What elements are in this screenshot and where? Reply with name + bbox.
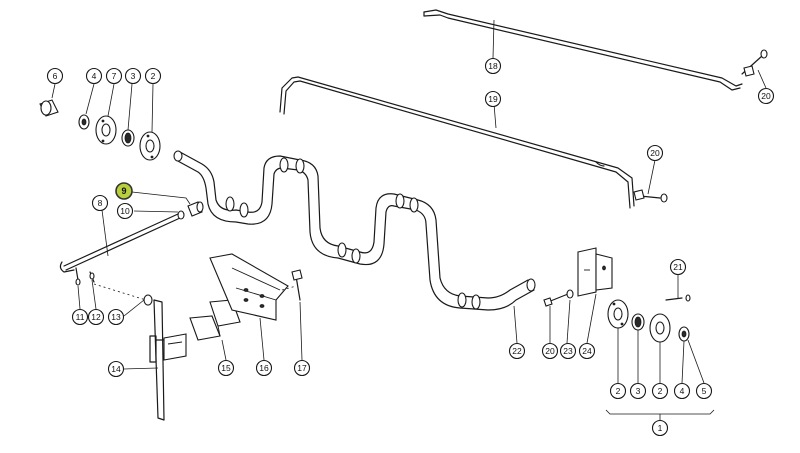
svg-text:20: 20	[761, 91, 771, 101]
callout-6[interactable]: 6	[46, 67, 64, 85]
svg-text:3: 3	[636, 386, 641, 396]
callout-22[interactable]: 22	[508, 342, 526, 360]
svg-text:19: 19	[488, 94, 498, 104]
callout-13[interactable]: 13	[107, 308, 125, 326]
callout-20-bottom[interactable]: 20	[541, 342, 559, 360]
bearing-set-right	[607, 294, 691, 343]
mount-plate-23-24	[543, 247, 613, 307]
svg-text:24: 24	[582, 346, 592, 356]
svg-text:22: 22	[512, 346, 522, 356]
svg-text:10: 10	[120, 206, 130, 216]
svg-text:8: 8	[98, 198, 103, 208]
callout-9[interactable]: 9	[115, 182, 133, 200]
svg-text:2: 2	[151, 71, 156, 81]
callout-17[interactable]: 17	[293, 359, 311, 377]
lever-14	[149, 299, 173, 421]
bracket-15	[163, 299, 241, 361]
callout-3-right[interactable]: 3	[629, 382, 647, 400]
callout-15[interactable]: 15	[217, 359, 235, 377]
bearing-set-left	[39, 99, 161, 161]
plate-16	[209, 253, 303, 321]
svg-text:14: 14	[111, 364, 121, 374]
svg-text:11: 11	[76, 312, 85, 322]
svg-text:18: 18	[488, 61, 498, 71]
svg-text:2: 2	[658, 386, 663, 396]
callout-7[interactable]: 7	[105, 67, 123, 85]
callout-3[interactable]: 3	[124, 67, 142, 85]
callout-12[interactable]: 12	[87, 308, 105, 326]
svg-text:4: 4	[92, 71, 97, 81]
callout-14[interactable]: 14	[107, 360, 125, 378]
link-rod-8	[59, 201, 204, 273]
svg-text:17: 17	[297, 363, 307, 373]
svg-text:2: 2	[616, 386, 621, 396]
callout-20-top[interactable]: 20	[646, 144, 664, 162]
small-parts-11-13	[75, 267, 153, 306]
callout-4[interactable]: 4	[85, 67, 103, 85]
callout-21[interactable]: 21	[669, 258, 687, 276]
callout-2[interactable]: 2	[144, 67, 162, 85]
callout-19[interactable]: 19	[484, 90, 502, 108]
callout-16[interactable]: 16	[255, 359, 273, 377]
svg-text:12: 12	[91, 312, 101, 322]
callout-20-right[interactable]: 20	[757, 87, 775, 105]
svg-text:4: 4	[680, 386, 685, 396]
svg-text:15: 15	[221, 363, 231, 373]
callout-1[interactable]: 1	[651, 419, 669, 437]
callout-11[interactable]: 11	[71, 308, 89, 326]
callout-2-right-a[interactable]: 2	[609, 382, 627, 400]
svg-text:5: 5	[702, 386, 707, 396]
svg-text:9: 9	[121, 186, 126, 196]
svg-text:13: 13	[111, 312, 121, 322]
svg-text:23: 23	[563, 346, 573, 356]
callout-2-right-b[interactable]: 2	[651, 382, 669, 400]
callout-10[interactable]: 10	[116, 202, 134, 220]
svg-text:20: 20	[650, 148, 660, 158]
frame-rod-19	[279, 76, 635, 209]
crank-shaft-22	[173, 150, 536, 311]
svg-text:3: 3	[131, 71, 136, 81]
svg-text:21: 21	[673, 262, 683, 272]
callout-5[interactable]: 5	[695, 382, 713, 400]
leader-lines	[51, 19, 767, 384]
svg-text:1: 1	[658, 423, 663, 433]
callout-4-right[interactable]: 4	[673, 382, 691, 400]
svg-text:7: 7	[112, 71, 117, 81]
fixings-right	[633, 49, 768, 203]
callout-18[interactable]: 18	[484, 57, 502, 75]
svg-text:6: 6	[53, 71, 58, 81]
callout-23[interactable]: 23	[559, 342, 577, 360]
svg-text:16: 16	[259, 363, 269, 373]
callout-24[interactable]: 24	[578, 342, 596, 360]
rod-18	[423, 9, 743, 91]
svg-text:20: 20	[545, 346, 555, 356]
callout-8[interactable]: 8	[91, 194, 109, 212]
group-bracket	[605, 409, 715, 415]
